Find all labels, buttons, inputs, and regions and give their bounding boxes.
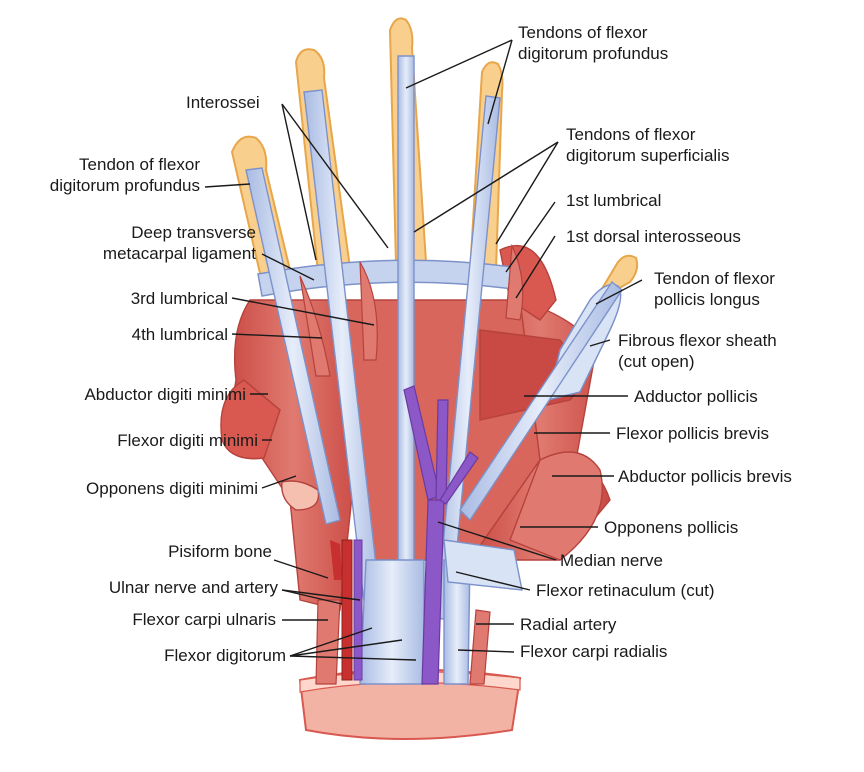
label-fibrous-sheath: Fibrous flexor sheath (cut open) xyxy=(618,331,777,371)
label-flexor-carpi-radialis: Flexor carpi radialis xyxy=(520,642,668,661)
first-lumbrical-muscle xyxy=(505,243,524,321)
fourth-lumbrical-muscle xyxy=(299,275,331,377)
label-radial-artery: Radial artery xyxy=(520,615,617,634)
label-median-nerve: Median nerve xyxy=(560,551,664,570)
label-opponens-pollicis: Opponens pollicis xyxy=(604,518,739,537)
abductor-pollicis-brevis-muscle xyxy=(509,451,603,561)
label-fourth-lumbrical: 4th lumbrical xyxy=(131,325,228,344)
label-adductor-pollicis: Adductor pollicis xyxy=(634,387,758,406)
label-fdp-tendons: Tendons of flexor digitorum profundus xyxy=(518,23,669,63)
label-fds-tendons: Tendons of flexor digitorum superficiali… xyxy=(566,125,730,165)
third-lumbrical-muscle xyxy=(359,261,378,361)
label-third-lumbrical: 3rd lumbrical xyxy=(130,289,228,308)
leader-lines xyxy=(204,39,643,661)
label-first-lumbrical: 1st lumbrical xyxy=(566,191,662,210)
label-deep-transverse: Deep transverse metacarpal ligament xyxy=(102,223,256,263)
radial-artery xyxy=(469,609,491,685)
label-flexor-carpi-ulnaris: Flexor carpi ulnaris xyxy=(132,610,276,629)
label-first-dorsal-interosseous: 1st dorsal interosseous xyxy=(566,227,741,246)
label-opponens-digiti-minimi: Opponens digiti minimi xyxy=(86,479,258,498)
label-abductor-pollicis-brevis: Abductor pollicis brevis xyxy=(618,467,792,486)
label-pisiform-bone: Pisiform bone xyxy=(168,542,272,561)
label-flexor-pollicis-brevis: Flexor pollicis brevis xyxy=(616,424,770,443)
label-flexor-digiti-minimi: Flexor digiti minimi xyxy=(117,431,258,450)
label-ulnar-nerve-artery: Ulnar nerve and artery xyxy=(108,578,278,597)
label-fdp-tendon: Tendon of flexor digitorum profundus xyxy=(49,155,200,195)
abductor-digiti-minimi-muscle xyxy=(220,379,281,460)
opponens-digiti-minimi-muscle xyxy=(281,480,320,511)
label-flexor-retinaculum: Flexor retinaculum (cut) xyxy=(536,581,715,600)
ulnar-nerve-artery xyxy=(330,539,363,681)
median-nerve xyxy=(403,385,479,685)
fpl-tendon xyxy=(459,280,623,522)
label-abductor-digiti-minimi: Abductor digiti minimi xyxy=(84,385,246,404)
label-interossei: Interossei xyxy=(186,93,260,112)
lumbrical-muscles xyxy=(299,243,524,377)
flexor-digitorum-tendons xyxy=(359,559,425,685)
flexor-retinaculum xyxy=(443,539,523,591)
flexor-carpi-ulnaris xyxy=(315,599,341,685)
label-flexor-digitorum: Flexor digitorum xyxy=(164,646,286,665)
label-fpl-tendon: Tendon of flexor pollicis longus xyxy=(654,269,775,309)
